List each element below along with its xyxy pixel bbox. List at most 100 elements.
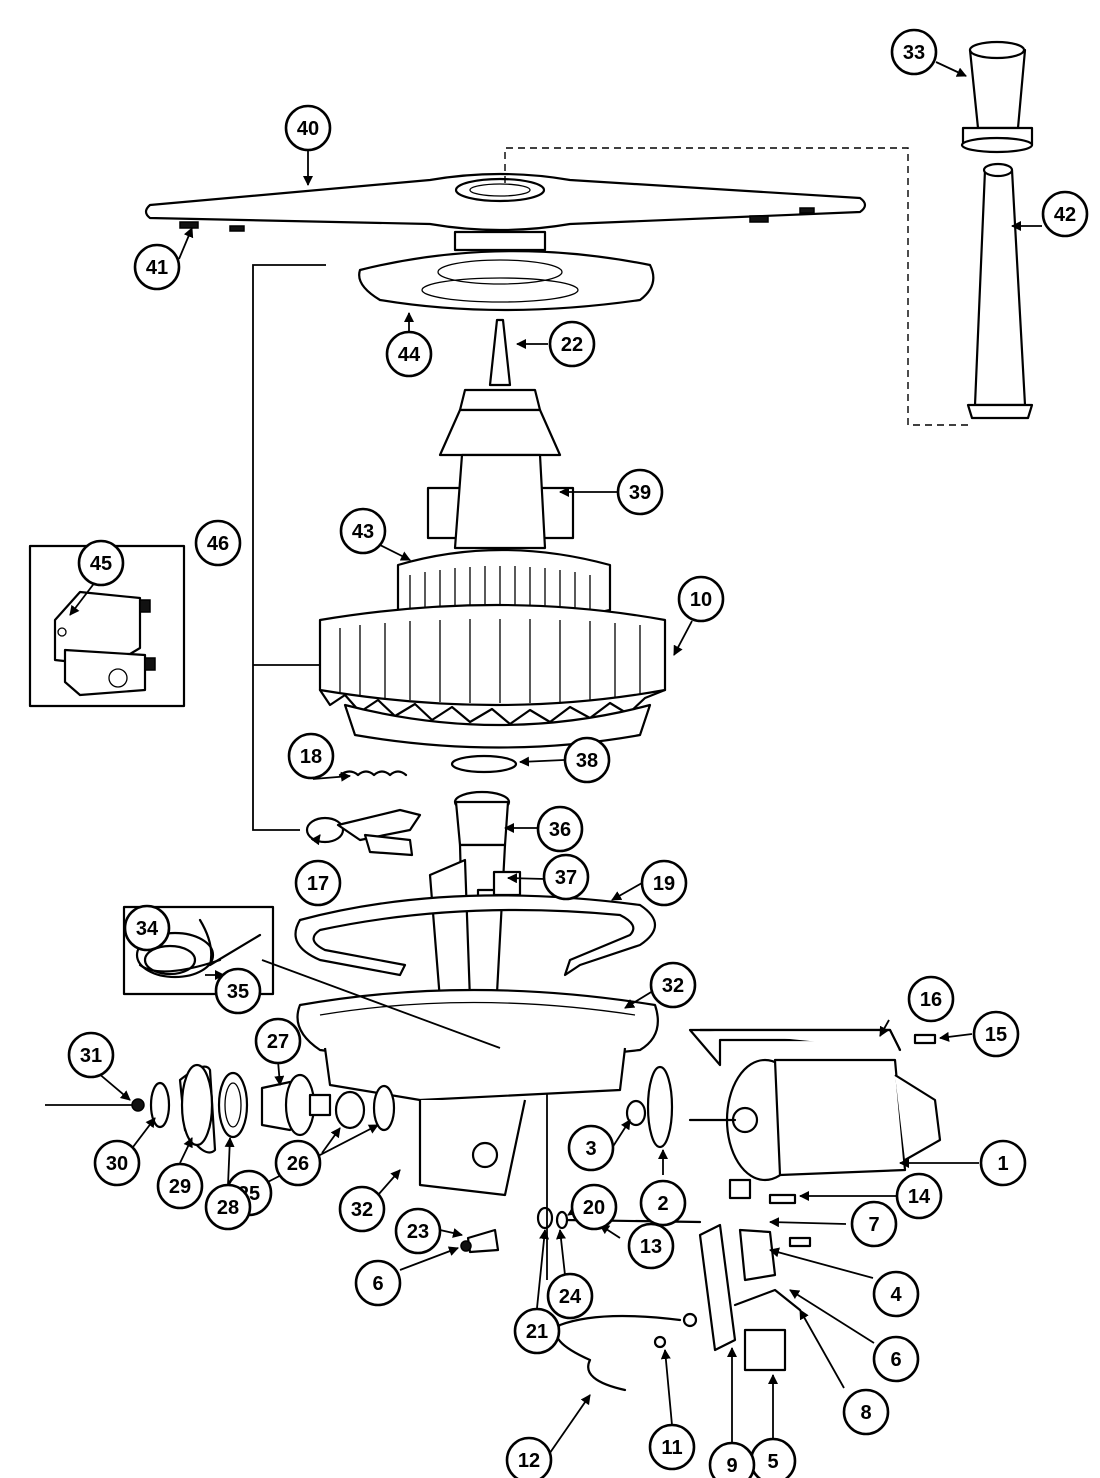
callout-circle	[542, 853, 590, 901]
callout-number: 43	[352, 521, 374, 543]
callout-9: 9	[708, 1441, 756, 1478]
callout-29: 29	[156, 1162, 204, 1210]
callout-14: 14	[895, 1172, 943, 1220]
callout-41: 41	[133, 243, 181, 291]
spray-tube-drawing	[966, 162, 1034, 420]
callout-number: 45	[90, 553, 112, 575]
callout-30: 30	[93, 1139, 141, 1187]
callout-5: 5	[749, 1437, 797, 1478]
callout-circle	[254, 1017, 302, 1065]
washer-drawing	[625, 1099, 647, 1127]
valve-drawing	[466, 1228, 500, 1254]
seal-ring-drawing	[450, 754, 518, 774]
callout-17: 17	[294, 859, 342, 907]
wire-terminal-drawing	[682, 1312, 698, 1328]
callout-number: 27	[267, 1031, 289, 1053]
callout-number: 33	[903, 42, 925, 64]
screw-15-drawing	[913, 1033, 937, 1045]
callout-circle	[204, 1183, 252, 1231]
callout-number: 24	[559, 1286, 582, 1308]
callout-number: 22	[561, 334, 583, 356]
impeller-assembly-drawing	[45, 1063, 396, 1154]
callout-circle	[649, 961, 697, 1009]
relay-drawing	[53, 590, 156, 697]
callout-38: 38	[563, 736, 611, 784]
callout-3: 3	[567, 1124, 615, 1172]
callout-circle	[907, 975, 955, 1023]
assembly-dashed-line	[504, 147, 970, 426]
callout-circle	[548, 320, 596, 368]
callout-35: 35	[214, 967, 262, 1015]
callout-32: 32	[649, 961, 697, 1009]
callout-number: 2	[657, 1193, 668, 1215]
callout-40: 40	[284, 104, 332, 152]
callout-8: 8	[842, 1388, 890, 1436]
callout-number: 46	[207, 533, 229, 555]
callout-circle	[513, 1307, 561, 1355]
callout-circle	[505, 1436, 553, 1478]
callout-circle	[394, 1207, 442, 1255]
callout-circle	[156, 1162, 204, 1210]
callout-number: 20	[583, 1197, 605, 1219]
callout-number: 36	[549, 819, 571, 841]
callout-number: 17	[307, 873, 329, 895]
callout-1: 1	[979, 1139, 1027, 1187]
callout-number: 28	[217, 1197, 239, 1219]
callout-number: 16	[920, 989, 942, 1011]
callout-36: 36	[536, 805, 584, 853]
callout-26: 26	[274, 1139, 322, 1187]
callout-19: 19	[640, 859, 688, 907]
callout-number: 30	[106, 1153, 128, 1175]
filter-cover-drawing	[358, 250, 655, 312]
callout-number: 31	[80, 1045, 102, 1067]
callout-circle	[274, 1139, 322, 1187]
callout-number: 7	[868, 1214, 879, 1236]
callout-number: 19	[653, 873, 675, 895]
sump-base-drawing	[296, 988, 659, 1197]
callout-circle	[640, 859, 688, 907]
callout-number: 21	[526, 1321, 548, 1343]
callout-number: 14	[908, 1186, 931, 1208]
callout-2: 2	[639, 1179, 687, 1227]
callout-number: 8	[860, 1402, 871, 1424]
callout-circle	[133, 243, 181, 291]
callout-circle	[194, 519, 242, 567]
callout-10: 10	[677, 575, 725, 623]
callout-circle	[536, 805, 584, 853]
callout-circle	[338, 1185, 386, 1233]
callout-number: 42	[1054, 204, 1076, 226]
screw-6-drawing	[460, 1240, 472, 1252]
callout-32: 32	[338, 1185, 386, 1233]
screw-14-drawing	[768, 1193, 797, 1205]
part-drawings	[28, 40, 1034, 1392]
callout-44: 44	[385, 330, 433, 378]
assembly-bracket	[252, 264, 326, 831]
callout-15: 15	[972, 1010, 1020, 1058]
callout-20: 20	[570, 1183, 618, 1231]
callout-circle	[287, 732, 335, 780]
callout-number: 12	[518, 1450, 540, 1472]
callout-number: 13	[640, 1236, 662, 1258]
callout-circle	[67, 1031, 115, 1079]
leader-lines	[69, 61, 1042, 1461]
ground-wire-drawing	[555, 1314, 682, 1392]
callout-circle	[354, 1259, 402, 1307]
callout-number: 44	[398, 344, 421, 366]
fan-drawing	[646, 1065, 674, 1149]
callout-31: 31	[67, 1031, 115, 1079]
callout-number: 37	[555, 867, 577, 889]
callout-46: 46	[194, 519, 242, 567]
callout-circle	[77, 539, 125, 587]
wire-harness-drawing	[135, 918, 262, 979]
callout-6: 6	[354, 1259, 402, 1307]
callout-circle	[214, 967, 262, 1015]
callout-number: 39	[629, 482, 651, 504]
bushing-drawing	[536, 1206, 554, 1230]
callout-circle	[648, 1423, 696, 1471]
callout-23: 23	[394, 1207, 442, 1255]
callout-37: 37	[542, 853, 590, 901]
callout-number: 34	[136, 918, 159, 940]
callout-16: 16	[907, 975, 955, 1023]
callout-21: 21	[513, 1307, 561, 1355]
callout-34: 34	[123, 904, 171, 952]
